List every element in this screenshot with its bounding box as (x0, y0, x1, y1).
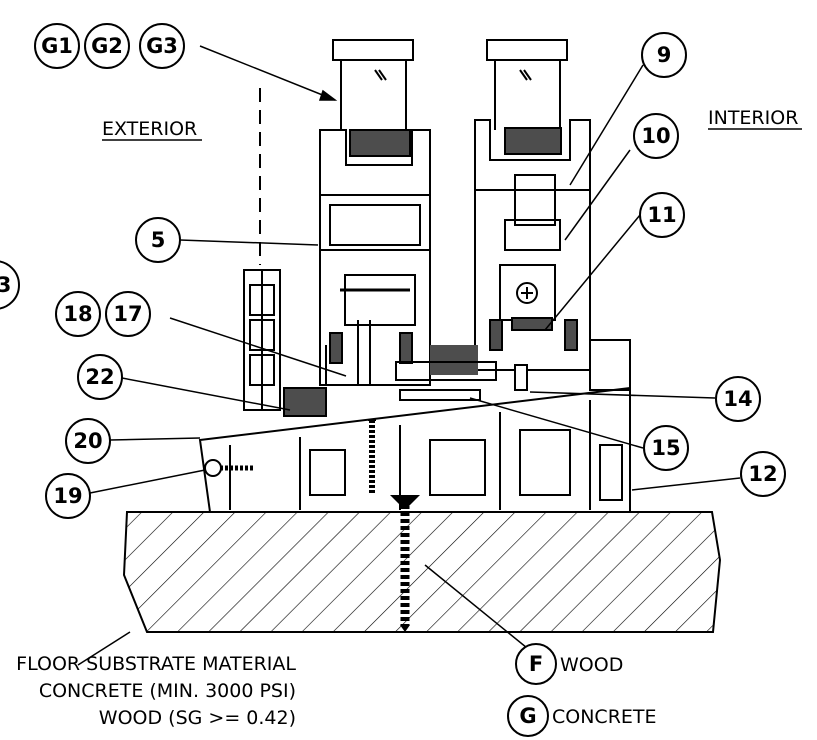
interior-label: INTERIOR (708, 107, 798, 129)
callout-12: 12 (740, 451, 786, 497)
callout-20: 20 (65, 418, 111, 464)
svg-text:G3: G3 (146, 34, 178, 58)
svg-text:5: 5 (151, 228, 166, 252)
sill-frame (198, 339, 631, 513)
callout-11: 11 (639, 192, 685, 238)
substrate-label-line1: FLOOR SUBSTRATE MATERIAL (16, 653, 296, 675)
substrate-label-line3: WOOD (SG >= 0.42) (99, 707, 296, 729)
svg-text:G2: G2 (91, 34, 123, 58)
svg-text:F: F (529, 652, 543, 676)
partial-callout: 3 (0, 260, 20, 310)
fastener-concrete-label: CONCRETE (552, 706, 657, 728)
sill-screw (368, 419, 376, 495)
callout-9: 9 (641, 32, 687, 78)
substrate-label-line2: CONCRETE (MIN. 3000 PSI) (39, 680, 296, 702)
svg-text:17: 17 (113, 302, 142, 326)
svg-text:12: 12 (748, 462, 777, 486)
callout-14: 14 (715, 376, 761, 422)
callout-22: 22 (77, 354, 123, 400)
exterior-label: EXTERIOR (102, 118, 197, 140)
svg-text:15: 15 (651, 436, 680, 460)
center-weatherstrip (395, 345, 497, 381)
callout-5: 5 (135, 217, 181, 263)
interior-sash (474, 39, 591, 371)
svg-text:10: 10 (641, 124, 670, 148)
trim-screw (204, 459, 255, 477)
callout-18: 18 (55, 291, 101, 337)
callout-17: 17 (105, 291, 151, 337)
floor-substrate (122, 511, 722, 633)
callout-g3: G3 (139, 23, 185, 69)
leader-lines (77, 45, 741, 666)
svg-text:14: 14 (723, 387, 752, 411)
svg-text:18: 18 (63, 302, 92, 326)
svg-text:9: 9 (657, 43, 672, 67)
exterior-sash (319, 39, 431, 386)
callout-10: 10 (633, 113, 679, 159)
svg-text:19: 19 (53, 484, 82, 508)
glazing-tape-left (349, 129, 411, 157)
fastener-wood-label: WOOD (560, 654, 623, 676)
glazing-tape-right (504, 127, 562, 155)
callout-15: 15 (643, 425, 689, 471)
svg-text:22: 22 (85, 365, 114, 389)
svg-text:3: 3 (0, 273, 11, 297)
svg-text:20: 20 (73, 429, 102, 453)
svg-text:11: 11 (647, 203, 676, 227)
anchor-fastener (390, 495, 420, 632)
callout-19: 19 (45, 473, 91, 519)
svg-text:G: G (519, 704, 536, 728)
callout-f: F (515, 643, 557, 685)
callout-g: G (507, 695, 549, 737)
svg-text:G1: G1 (41, 34, 73, 58)
callout-g1: G1 (34, 23, 80, 69)
callout-g2: G2 (84, 23, 130, 69)
exterior-stop (243, 269, 281, 411)
